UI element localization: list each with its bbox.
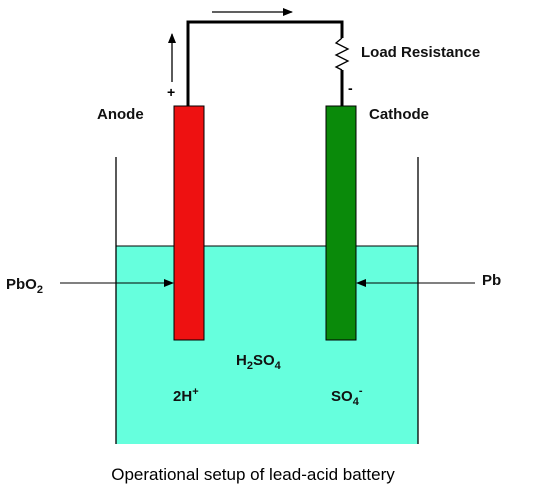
pbo2-base: PbO <box>6 276 37 293</box>
caption: Operational setup of lead-acid battery <box>111 465 395 484</box>
pbo2-label: PbO2 <box>6 276 43 296</box>
so4-sub: 4 <box>353 396 360 408</box>
cathode-electrode <box>325 105 357 341</box>
h2so4-so: SO <box>253 352 275 369</box>
h2so4-h: H <box>236 352 247 369</box>
cathode-label: Cathode <box>369 106 429 123</box>
h-ion-label: 2H+ <box>173 386 199 405</box>
so4-sup: - <box>359 385 363 397</box>
so4-base: SO <box>331 388 353 405</box>
load-resistance-label: Load Resistance <box>361 44 480 61</box>
pb-label: Pb <box>482 272 501 289</box>
so4-label: SO4- <box>331 385 363 408</box>
cathode-sign: - <box>348 80 353 96</box>
load-resistor <box>334 37 350 71</box>
circuit-wire <box>186 20 344 107</box>
h-ion-base: 2H <box>173 388 192 405</box>
anode-sign: + <box>167 84 175 100</box>
h-ion-sup: + <box>192 386 198 398</box>
anode-electrode <box>173 105 205 341</box>
h2so4-sub1: 2 <box>247 360 253 372</box>
h2so4-sub2: 4 <box>275 360 282 372</box>
electrolyte <box>116 246 418 444</box>
h2so4-label: H2SO4 <box>236 352 282 372</box>
anode-label: Anode <box>97 106 144 123</box>
pbo2-sub: 2 <box>37 284 43 296</box>
